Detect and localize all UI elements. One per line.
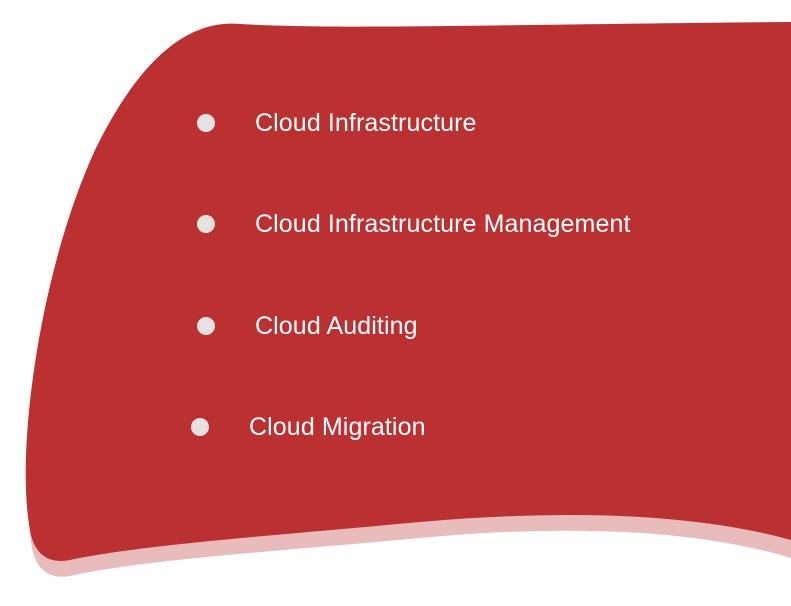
service-item-cloud-migration: Cloud Migration — [191, 412, 426, 442]
service-item-cloud-infrastructure: Cloud Infrastructure — [197, 108, 477, 138]
bullet-dot-icon — [191, 418, 209, 436]
bullet-dot-icon — [197, 114, 215, 132]
service-item-cloud-auditing: Cloud Auditing — [197, 311, 418, 341]
service-label: Cloud Migration — [249, 413, 426, 441]
bullet-dot-icon — [197, 215, 215, 233]
panel-body — [25, 22, 791, 561]
service-label: Cloud Infrastructure Management — [255, 210, 631, 238]
service-item-cloud-infrastructure-management: Cloud Infrastructure Management — [197, 209, 631, 239]
bullet-dot-icon — [197, 317, 215, 335]
service-label: Cloud Infrastructure — [255, 109, 477, 137]
service-label: Cloud Auditing — [255, 312, 418, 340]
